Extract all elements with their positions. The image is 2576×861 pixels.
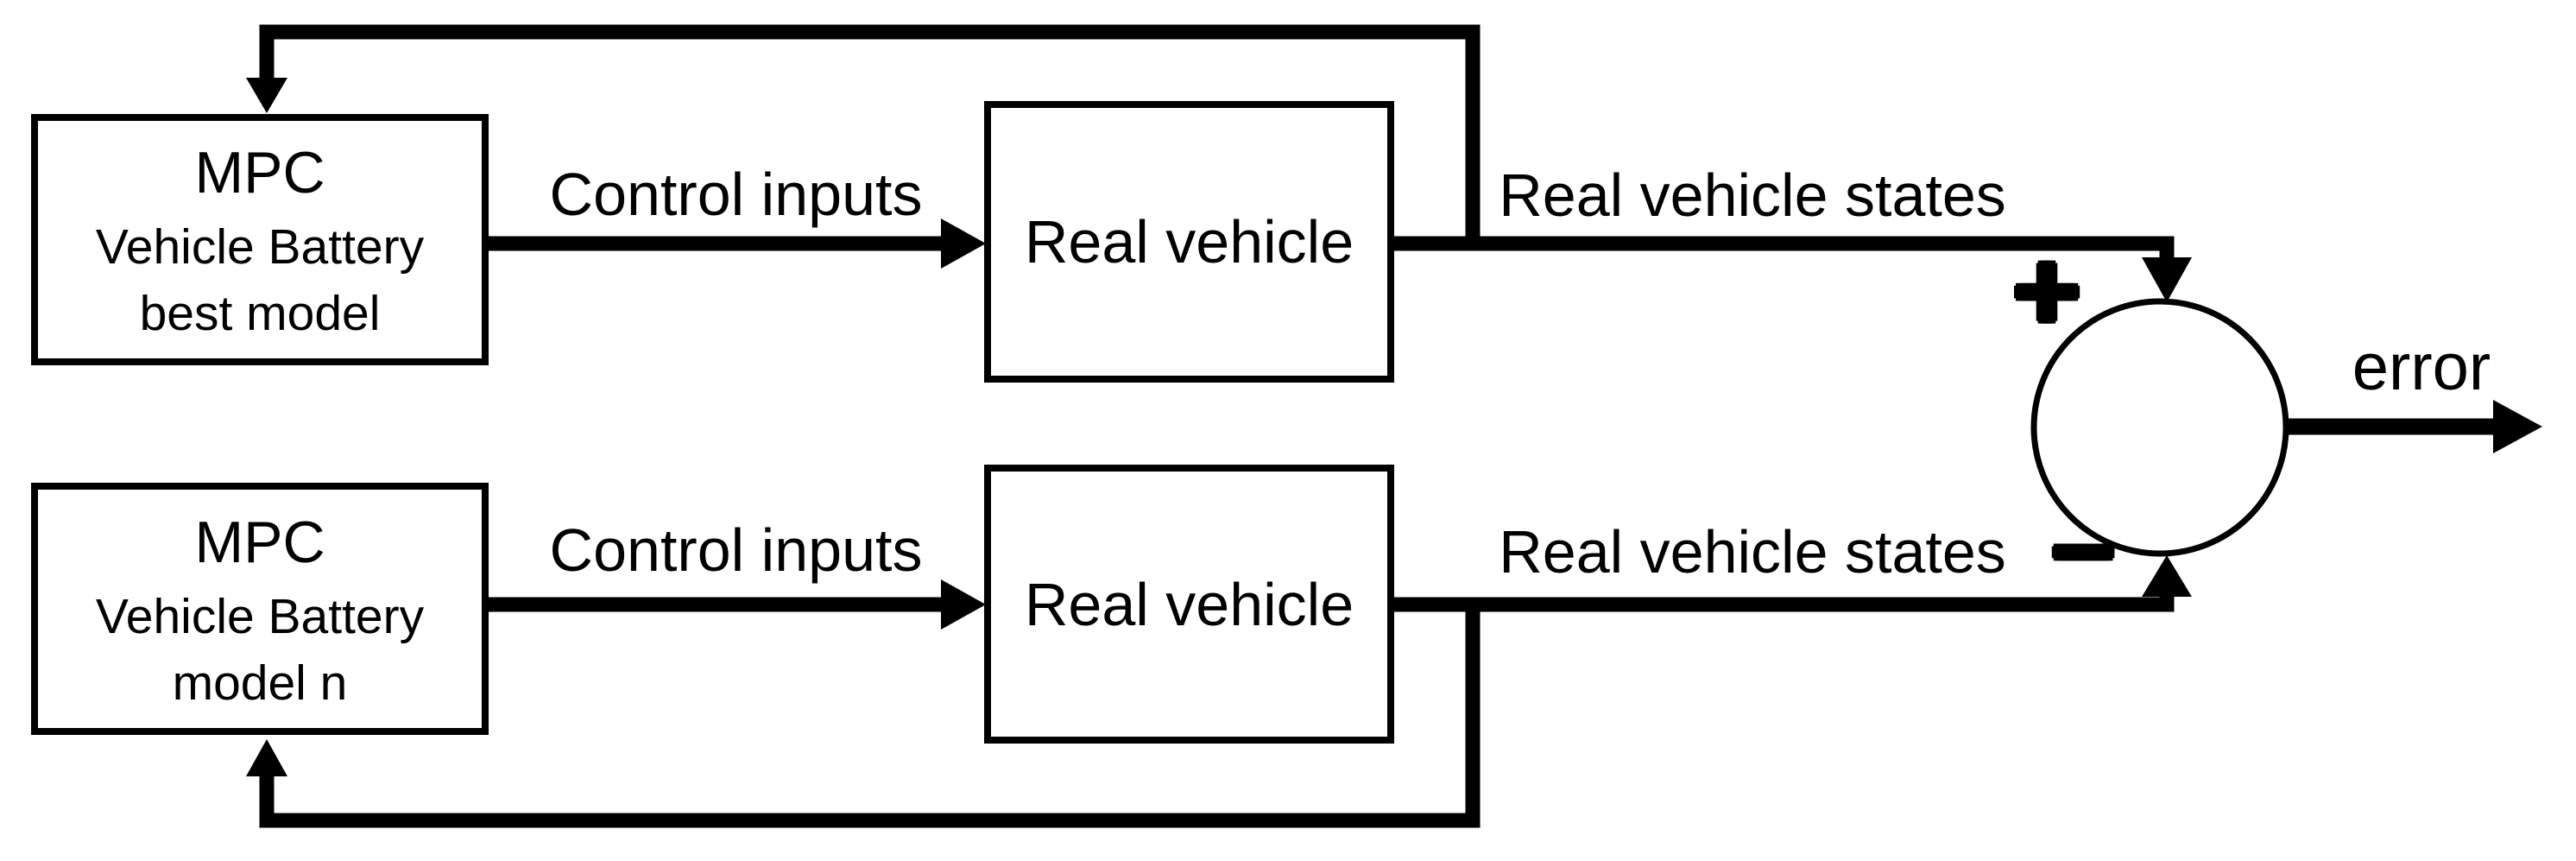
error-arrowhead	[2493, 400, 2542, 453]
control-arrowhead-top	[941, 218, 986, 269]
real-vehicle-top-block: Real vehicle	[984, 101, 1394, 383]
plus-sign: +	[2013, 226, 2080, 354]
mpc-best-model-block: MPC Vehicle Battery best model	[31, 114, 489, 365]
real-vehicle-top-label: Real vehicle	[1024, 208, 1354, 275]
mpc-best-model-subtitle: Vehicle Battery	[95, 219, 425, 275]
real-vehicle-bottom-label: Real vehicle	[1024, 570, 1354, 638]
error-label: error	[2352, 331, 2491, 404]
mpc-best-model-title: MPC	[194, 140, 325, 206]
real-vehicle-states-label-top: Real vehicle states	[1499, 161, 2006, 229]
real-vehicle-bottom-block: Real vehicle	[984, 465, 1394, 744]
feedback-arrowhead-top	[246, 78, 287, 113]
control-inputs-label-bottom: Control inputs	[549, 516, 923, 584]
mpc-model-n-subtitle: Vehicle Battery	[95, 588, 425, 644]
junction-arrowhead-top	[2142, 257, 2192, 302]
mpc-best-model-variant: best model	[139, 286, 381, 341]
junction-arrowhead-bottom	[2142, 555, 2192, 597]
feedback-arrowhead-bottom	[246, 739, 287, 776]
mpc-model-n-variant: model n	[172, 655, 348, 711]
mpc-model-n-title: MPC	[194, 509, 325, 575]
control-arrowhead-bottom	[941, 579, 986, 630]
mpc-model-n-block: MPC Vehicle Battery model n	[31, 483, 489, 735]
minus-sign: −	[2051, 491, 2115, 611]
control-inputs-label-top: Control inputs	[549, 161, 923, 228]
real-vehicle-states-label-bottom: Real vehicle states	[1499, 518, 2006, 586]
